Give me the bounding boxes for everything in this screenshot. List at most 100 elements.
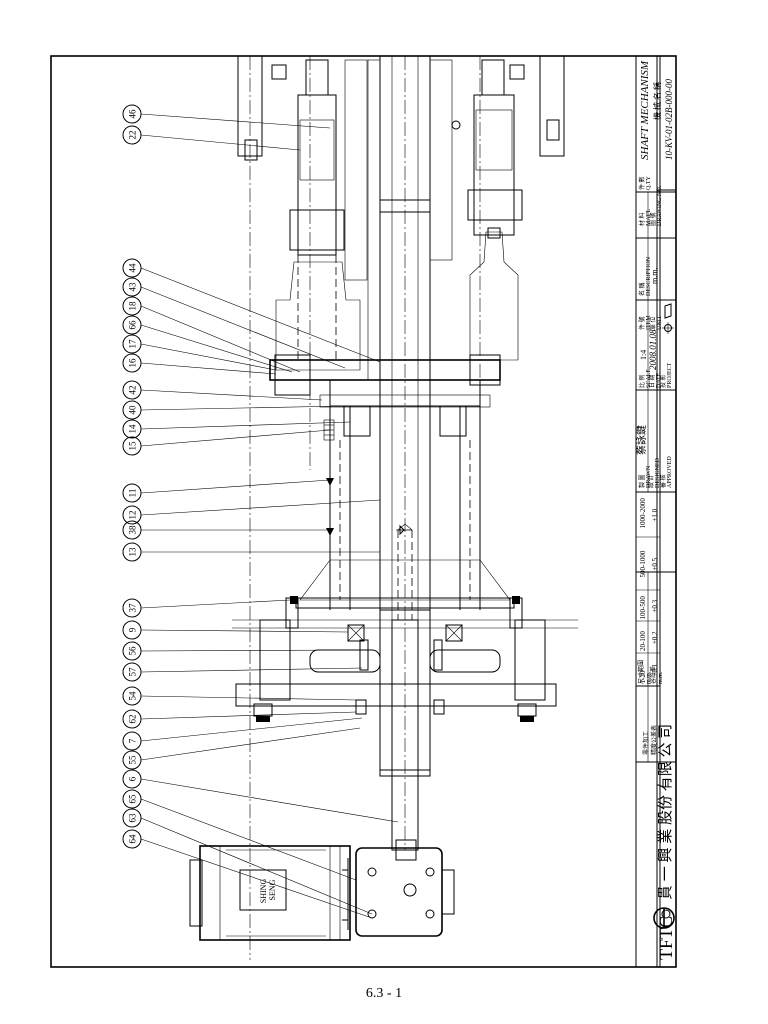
drawing-title-zh: 機 械 名 稱 bbox=[652, 82, 662, 120]
approved-label-l2: APPROVED bbox=[667, 456, 673, 488]
callout-leader bbox=[140, 667, 363, 673]
tol-value-4: ±1.0 bbox=[651, 508, 659, 521]
project-label-l1: 投 影 bbox=[659, 374, 667, 388]
callout-number: 40 bbox=[128, 405, 138, 415]
callout-balloon bbox=[122, 641, 142, 661]
approved-label: 審 核 APPROVED bbox=[659, 456, 673, 488]
callout-leader bbox=[140, 778, 399, 823]
callout-balloons: 2246444318661716424014151112381337956575… bbox=[122, 104, 399, 919]
motor-label: SHING SENG bbox=[259, 877, 277, 903]
company-name: 貫 一 興 業 股份 有限 公 司 bbox=[657, 724, 674, 900]
callout-number: 55 bbox=[128, 755, 138, 765]
designed-label-l1: 設 計 bbox=[647, 474, 655, 488]
gearbox bbox=[342, 847, 455, 937]
callout-balloon bbox=[122, 505, 142, 525]
callout-number: 38 bbox=[128, 525, 138, 535]
drawn-label-l1: 製 圖 bbox=[638, 474, 646, 488]
callout-number: 7 bbox=[128, 738, 138, 743]
callout-leader bbox=[140, 817, 373, 915]
tol-title-range-l1: 尺寸範圍 bbox=[637, 660, 645, 684]
unit-label: 單 位 UNIT bbox=[649, 315, 663, 330]
callout-balloon bbox=[122, 731, 142, 751]
desc-label-l1: 名 稱 bbox=[638, 282, 646, 296]
callout-balloon bbox=[122, 353, 142, 373]
tol-title-tol-l1: 容許差 bbox=[649, 666, 657, 684]
callout-number: 11 bbox=[128, 489, 138, 498]
drawn-value: 蔡詠鍵 bbox=[635, 425, 648, 455]
callout-leader bbox=[140, 362, 277, 375]
callout-balloon bbox=[122, 419, 142, 439]
drawing-title-en: SHAFT MECHANISM bbox=[639, 60, 651, 160]
callout-number: 42 bbox=[128, 386, 138, 395]
tol-value-1: ±0.2 bbox=[651, 631, 659, 644]
callout-leader bbox=[140, 343, 277, 371]
date-value: 2008.01.08 bbox=[648, 329, 658, 370]
unit-label-l2: UNIT bbox=[657, 315, 663, 330]
callout-number: 63 bbox=[128, 813, 138, 823]
callout-number: 57 bbox=[128, 667, 138, 677]
desc-label-l2: DESCRIPTION bbox=[646, 256, 652, 296]
callout-balloon bbox=[122, 750, 142, 770]
tol-value-0: ±0.1 bbox=[651, 663, 659, 676]
drawn-label-l2: DRAWN bbox=[646, 465, 652, 488]
project-label-l2: PROJECT bbox=[667, 362, 673, 388]
callout-number: 17 bbox=[128, 339, 138, 349]
tolerance-note-line1: 零件加工 bbox=[642, 731, 650, 755]
callout-leader bbox=[140, 267, 381, 363]
callout-balloon bbox=[122, 104, 142, 124]
callout-balloon bbox=[122, 334, 142, 354]
qty-label-l2: Q.TY bbox=[646, 176, 652, 190]
shaft-mechanism-drawing: SHING SENG 22464443186617164240141511123… bbox=[122, 55, 578, 960]
item-label-l2: ITEM bbox=[646, 315, 652, 330]
tol-value-3: ±0.5 bbox=[651, 557, 659, 570]
callout-balloon bbox=[122, 277, 142, 297]
designed-label-l2: DESIGNED bbox=[655, 457, 661, 488]
callout-leader bbox=[140, 305, 301, 373]
company-logo bbox=[653, 907, 675, 929]
motor-nameplate bbox=[239, 869, 287, 911]
callout-number: 37 bbox=[128, 603, 138, 613]
tolerance-note-line2: 精度公差表 bbox=[650, 725, 658, 755]
callout-balloon bbox=[122, 125, 142, 145]
callout-balloon bbox=[122, 542, 142, 562]
callout-balloon bbox=[122, 483, 142, 503]
callout-leader bbox=[140, 286, 346, 369]
callout-number: 66 bbox=[128, 320, 138, 330]
item-label-l1: 件 號 bbox=[638, 316, 646, 330]
callout-balloon bbox=[122, 829, 142, 849]
tol-title-range-l2: m.m. bbox=[646, 671, 652, 684]
unit-value: m.m. bbox=[650, 268, 659, 284]
callout-balloon bbox=[122, 789, 142, 809]
callout-leader bbox=[140, 649, 361, 652]
desc-label: 名 稱 DESCRIPTION bbox=[638, 256, 652, 296]
callout-number: 62 bbox=[128, 715, 138, 724]
callout-leader bbox=[140, 629, 349, 633]
tol-range-4: 1000-2000 bbox=[639, 498, 647, 529]
callout-leader bbox=[140, 711, 357, 720]
callout-balloon bbox=[122, 296, 142, 316]
callout-balloon bbox=[122, 315, 142, 335]
callout-number: 44 bbox=[128, 263, 138, 273]
callout-number: 15 bbox=[128, 441, 138, 451]
drawn-label: 製 圖 DRAWN bbox=[638, 465, 652, 488]
matl-label-l1: 材 料 bbox=[638, 212, 646, 226]
callout-leader bbox=[140, 421, 351, 430]
sheet-border bbox=[50, 55, 677, 968]
callout-balloon bbox=[122, 598, 142, 618]
callout-leader bbox=[140, 499, 381, 516]
callout-leader bbox=[140, 727, 361, 761]
callout-number: 12 bbox=[128, 511, 138, 520]
matl-label-l2: MAT'L bbox=[646, 208, 652, 226]
callout-leader bbox=[140, 717, 363, 742]
drawing-no-label: 圖 號 DRAWING NO. bbox=[649, 185, 663, 226]
callout-number: 9 bbox=[128, 627, 138, 632]
callout-balloon bbox=[122, 258, 142, 278]
callout-number: 6 bbox=[128, 776, 138, 781]
matl-label: 材 料 MAT'L bbox=[638, 208, 652, 226]
motor-label-l1: SHING bbox=[259, 879, 268, 904]
tol-range-3: 500-1000 bbox=[639, 550, 647, 577]
callout-leader bbox=[140, 429, 331, 447]
unit-label-l1: 單 位 bbox=[649, 316, 657, 330]
callout-leader bbox=[140, 113, 331, 129]
